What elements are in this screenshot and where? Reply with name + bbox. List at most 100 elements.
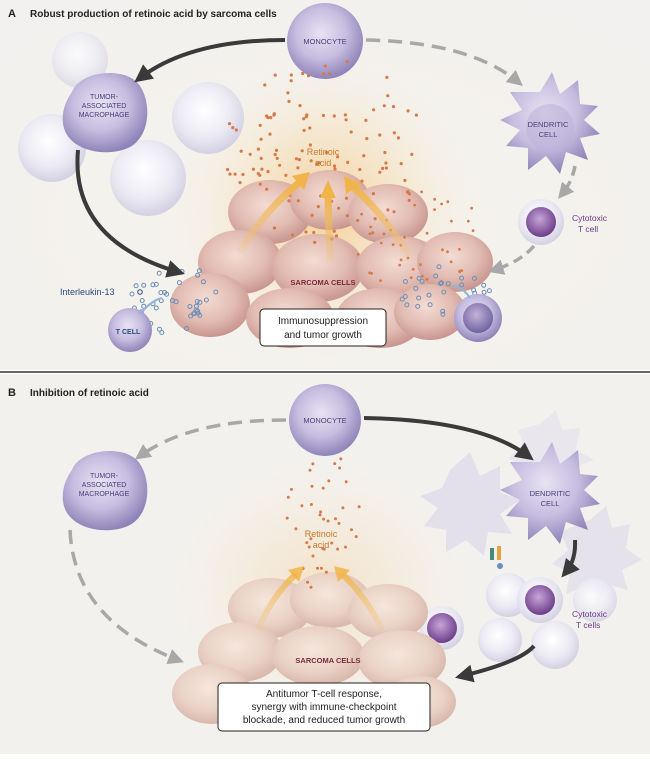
molecule-dot xyxy=(195,272,201,278)
molecule-dot xyxy=(129,291,135,297)
cytotoxic-nucleus xyxy=(526,207,556,237)
molecule-dot xyxy=(386,94,390,98)
molecule-dot xyxy=(371,231,375,235)
panel-a-letter: A xyxy=(8,8,16,20)
molecule-dot xyxy=(332,164,337,168)
monocyte-label: MONOCYTE xyxy=(303,37,346,46)
panel-b-letter: B xyxy=(8,387,16,399)
result-b-line-1: Antitumor T-cell response, xyxy=(266,689,382,700)
macrophage-b-label-3: MACROPHAGE xyxy=(79,491,130,498)
molecule-dot xyxy=(373,217,377,221)
cytotoxic-label-2: T cell xyxy=(578,224,598,234)
retinoic-arrow-b xyxy=(255,571,299,632)
molecule-dot xyxy=(425,277,429,281)
molecule-dot xyxy=(213,289,219,295)
result-box-a xyxy=(259,308,387,347)
molecule-dot xyxy=(470,206,473,210)
molecule-dot xyxy=(445,281,451,287)
macrophage-b-label-1: TUMOR- xyxy=(90,473,119,480)
molecule-dot xyxy=(305,541,309,545)
molecule-dot xyxy=(316,205,320,209)
cytotoxic-to-sarcoma-arrow-b xyxy=(455,644,536,683)
molecule-dot xyxy=(436,264,442,270)
macrophage-label-3: MACROPHAGE xyxy=(79,112,130,119)
molecule-dot xyxy=(440,311,446,317)
molecule-dot xyxy=(290,487,293,491)
molecule-dot xyxy=(310,484,314,488)
molecule-dot xyxy=(343,113,347,117)
molecule-dot xyxy=(402,294,408,299)
molecule-dot xyxy=(307,545,311,549)
monocyte-to-macrophage-arrow xyxy=(134,38,286,83)
panel-b-title: Inhibition of retinoic acid xyxy=(30,388,149,399)
macrophage-b-label-2: ASSOCIATED xyxy=(82,482,127,489)
molecule-dot xyxy=(327,71,332,75)
molecule-dot xyxy=(324,570,328,574)
molecule-dot xyxy=(427,302,433,308)
molecule-dot xyxy=(302,117,306,121)
molecule-dot xyxy=(399,162,403,166)
molecule-dot xyxy=(309,537,313,541)
molecule-dot xyxy=(298,104,302,108)
molecule-dot xyxy=(426,292,432,298)
il13-release-arrow xyxy=(451,285,471,299)
molecule-dot xyxy=(404,302,410,308)
molecule-dot xyxy=(164,291,170,297)
molecule-dot xyxy=(324,150,329,155)
molecule-dot xyxy=(302,128,306,132)
cytotoxic-b-label-2: T cells xyxy=(576,620,600,630)
macrophage-to-sarcoma-arrow xyxy=(75,149,185,278)
molecule-dot xyxy=(384,166,388,170)
molecule-dot xyxy=(239,149,243,153)
molecule-dot xyxy=(289,73,293,77)
molecule-dot xyxy=(278,163,282,167)
molecule-dot xyxy=(459,275,465,281)
retinoic-b-label-2: acid xyxy=(313,540,330,550)
molecule-dot xyxy=(407,198,411,202)
molecule-dot xyxy=(241,172,245,177)
molecule-dot xyxy=(384,161,388,165)
molecule-dot xyxy=(233,172,237,176)
molecule-dot xyxy=(441,248,444,252)
helper-t-cell xyxy=(108,308,152,352)
molecule-dot xyxy=(459,282,465,288)
molecule-dot xyxy=(360,179,364,183)
molecule-dot xyxy=(259,156,263,160)
molecule-dot xyxy=(310,213,314,217)
molecule-dot xyxy=(273,73,277,77)
molecule-dot xyxy=(158,290,164,295)
molecule-dot xyxy=(258,182,262,186)
molecule-dot xyxy=(188,313,194,319)
molecule-dot xyxy=(153,281,159,287)
faded-dendritic-cell xyxy=(420,452,520,556)
molecule-dot xyxy=(321,113,325,118)
molecule-dot xyxy=(316,566,319,570)
molecule-dot xyxy=(274,148,279,152)
interleukin-marker xyxy=(137,289,143,295)
retinoic-arrow xyxy=(349,183,413,258)
molecule-dot xyxy=(338,466,342,470)
molecule-dot xyxy=(356,253,360,256)
molecule-dot xyxy=(346,160,350,164)
molecule-dot xyxy=(420,274,424,278)
molecule-dot xyxy=(411,267,415,271)
retinoic-label-1: Retinoic xyxy=(307,147,340,157)
molecule-dot xyxy=(371,192,375,196)
molecule-dot xyxy=(419,263,422,267)
monocyte-cell-b xyxy=(289,384,361,456)
molecule-dot xyxy=(399,258,403,262)
molecule-dot xyxy=(379,279,382,282)
molecule-dot xyxy=(306,74,311,78)
result-b-line-3: blockade, and reduced tumor growth xyxy=(243,715,405,726)
pale-cell xyxy=(478,618,522,662)
molecule-dot xyxy=(258,173,262,177)
retinoic-arrow-head xyxy=(320,180,336,198)
molecule-dot xyxy=(344,118,348,122)
molecule-dot xyxy=(318,513,322,517)
panel-a-title: Robust production of retinoic acid by sa… xyxy=(30,9,277,20)
molecule-dot xyxy=(289,79,293,83)
molecule-dot xyxy=(327,479,331,483)
molecule-dot xyxy=(197,299,203,305)
